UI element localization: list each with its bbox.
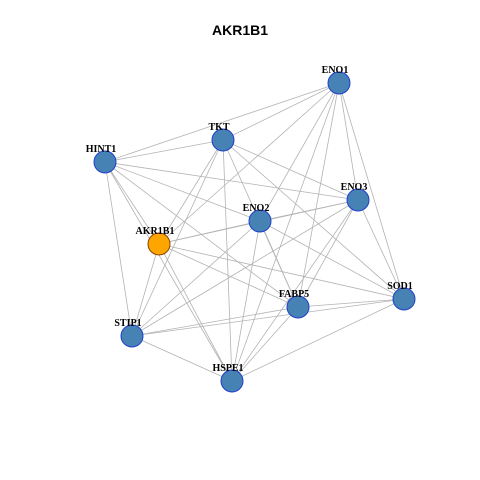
edge-akr1b1-fabp5 <box>158 243 299 308</box>
node-eno3[interactable]: ENO3 <box>341 182 370 212</box>
edge-hint1-akr1b1 <box>104 161 160 245</box>
edge-akr1b1-stip1 <box>131 243 160 337</box>
edge-eno2-sod1 <box>259 220 405 300</box>
edge-fabp5-stip1 <box>131 306 299 337</box>
node-label-hint1: HINT1 <box>86 144 117 155</box>
node-circle-hint1[interactable] <box>93 150 117 174</box>
edge-hint1-eno2 <box>104 161 261 222</box>
edge-sod1-hspe1 <box>231 298 405 382</box>
node-label-eno1: ENO1 <box>322 65 349 76</box>
edge-tkt-hspe1 <box>222 139 233 382</box>
edge-tkt-eno1 <box>222 82 340 141</box>
node-circle-eno3[interactable] <box>346 188 370 212</box>
edge-tkt-akr1b1 <box>158 139 224 245</box>
node-circle-stip1[interactable] <box>120 324 144 348</box>
node-hspe1[interactable]: HSPE1 <box>212 363 244 393</box>
edge-eno1-fabp5 <box>297 82 340 308</box>
edge-layer <box>104 82 405 382</box>
edge-akr1b1-sod1 <box>158 243 405 300</box>
edge-eno3-stip1 <box>131 199 359 337</box>
node-akr1b1[interactable]: AKR1B1 <box>136 226 175 256</box>
edge-eno2-stip1 <box>131 220 261 337</box>
node-eno1[interactable]: ENO1 <box>322 65 351 95</box>
node-circle-eno2[interactable] <box>248 209 272 233</box>
node-hint1[interactable]: HINT1 <box>86 144 117 174</box>
node-tkt[interactable]: TKT <box>208 122 235 152</box>
edge-eno3-sod1 <box>357 199 405 300</box>
edge-eno1-akr1b1 <box>158 82 340 245</box>
node-circle-tkt[interactable] <box>211 128 235 152</box>
node-label-hspe1: HSPE1 <box>212 363 243 374</box>
edge-sod1-stip1 <box>131 298 405 337</box>
node-label-akr1b1: AKR1B1 <box>136 226 175 237</box>
node-circle-fabp5[interactable] <box>286 295 310 319</box>
edge-hint1-tkt <box>104 139 224 163</box>
edge-hint1-eno1 <box>104 82 340 163</box>
node-label-fabp5: FABP5 <box>279 289 309 300</box>
node-circle-hspe1[interactable] <box>220 369 244 393</box>
node-stip1[interactable]: STIP1 <box>114 318 144 348</box>
edge-eno2-akr1b1 <box>158 220 261 245</box>
node-label-eno3: ENO3 <box>341 182 368 193</box>
edge-hint1-stip1 <box>104 161 133 337</box>
edge-fabp5-hspe1 <box>231 306 299 382</box>
edge-hint1-hspe1 <box>104 161 233 382</box>
edge-eno3-fabp5 <box>297 199 359 308</box>
edge-eno1-hspe1 <box>231 82 340 382</box>
node-label-sod1: SOD1 <box>387 281 413 292</box>
edge-eno3-hspe1 <box>231 199 359 382</box>
edge-tkt-eno3 <box>222 139 359 201</box>
edge-eno2-fabp5 <box>259 220 299 308</box>
node-circle-akr1b1[interactable] <box>147 232 171 256</box>
node-eno2[interactable]: ENO2 <box>243 203 272 233</box>
edge-eno1-sod1 <box>338 82 405 300</box>
edge-hint1-eno3 <box>104 161 359 201</box>
edge-eno2-hspe1 <box>231 220 261 382</box>
edge-stip1-hspe1 <box>131 335 233 382</box>
edge-eno1-eno2 <box>259 82 340 222</box>
node-sod1[interactable]: SOD1 <box>387 281 416 311</box>
edge-fabp5-sod1 <box>297 298 405 308</box>
node-label-eno2: ENO2 <box>243 203 270 214</box>
node-label-tkt: TKT <box>208 122 229 133</box>
node-circle-eno1[interactable] <box>327 71 351 95</box>
edge-eno1-eno3 <box>338 82 359 201</box>
edge-akr1b1-hspe1 <box>158 243 233 382</box>
edge-tkt-sod1 <box>222 139 405 300</box>
node-circle-sod1[interactable] <box>392 287 416 311</box>
edge-tkt-stip1 <box>131 139 224 337</box>
node-fabp5[interactable]: FABP5 <box>279 289 310 319</box>
node-label-stip1: STIP1 <box>114 318 141 329</box>
graph-title: AKR1B1 <box>211 22 268 38</box>
